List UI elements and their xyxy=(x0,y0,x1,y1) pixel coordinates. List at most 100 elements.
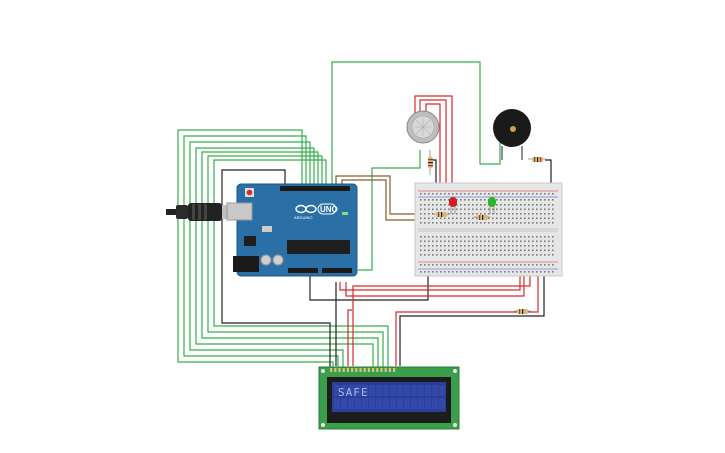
breadboard-hole xyxy=(420,240,422,243)
lcd-char-cell xyxy=(432,385,438,396)
breadboard-hole xyxy=(492,249,494,252)
breadboard-hole xyxy=(536,236,538,238)
resistor-red-led[interactable] xyxy=(433,212,450,217)
breadboard-hole xyxy=(512,204,514,206)
breadboard-hole xyxy=(504,199,506,201)
breadboard-hole xyxy=(532,271,534,273)
breadboard-hole xyxy=(460,204,462,206)
breadboard-hole xyxy=(428,240,430,243)
breadboard-hole xyxy=(524,245,526,247)
breadboard-hole xyxy=(420,271,422,273)
lcd-pin xyxy=(359,368,362,372)
breadboard-hole xyxy=(468,271,470,273)
lcd-char-cell xyxy=(369,385,375,396)
gas-sensor[interactable] xyxy=(406,110,440,144)
breadboard-hole xyxy=(540,236,542,238)
breadboard-hole xyxy=(500,217,502,220)
breadboard-hole xyxy=(476,271,478,273)
lcd-char-cell xyxy=(390,398,396,409)
breadboard-hole xyxy=(488,271,490,273)
resistor-green-led[interactable] xyxy=(474,215,490,220)
breadboard-hole xyxy=(524,254,526,256)
power-jack xyxy=(233,256,259,272)
breadboard-hole xyxy=(552,222,554,224)
breadboard-hole xyxy=(444,240,446,243)
breadboard-hole xyxy=(476,264,478,266)
lcd-pin xyxy=(342,368,345,372)
lcd-char-cell xyxy=(425,398,431,409)
breadboard-hole xyxy=(532,254,534,256)
breadboard-hole xyxy=(504,254,506,256)
breadboard-hole xyxy=(448,217,450,220)
breadboard-hole xyxy=(548,193,550,195)
breadboard-hole xyxy=(480,249,482,252)
red-led[interactable] xyxy=(449,197,457,214)
resistor-lcd[interactable] xyxy=(514,309,531,314)
breadboard-hole xyxy=(436,240,438,243)
lcd-pin xyxy=(380,368,383,372)
breadboard-hole xyxy=(432,193,434,195)
breadboard-hole xyxy=(424,208,426,211)
breadboard-hole xyxy=(448,199,450,201)
breadboard-hole xyxy=(476,245,478,247)
breadboard-hole xyxy=(520,193,522,195)
breadboard-hole xyxy=(484,236,486,238)
breadboard-hole xyxy=(500,271,502,273)
breadboard-hole xyxy=(420,245,422,247)
breadboard-hole xyxy=(544,217,546,220)
lcd-char-cell xyxy=(432,398,438,409)
breadboard-hole xyxy=(504,217,506,220)
lcd-16x2[interactable]: SAFE xyxy=(318,366,460,430)
green-led[interactable] xyxy=(488,197,496,214)
atmega-chip xyxy=(287,240,350,254)
breadboard-hole xyxy=(516,254,518,256)
breadboard-hole xyxy=(544,204,546,206)
breadboard-hole xyxy=(472,264,474,266)
breadboard-hole xyxy=(468,245,470,247)
breadboard-hole xyxy=(512,199,514,201)
breadboard-hole xyxy=(552,217,554,220)
breadboard-hole xyxy=(492,236,494,238)
breadboard-hole xyxy=(504,264,506,266)
breadboard-hole xyxy=(448,271,450,273)
breadboard-hole xyxy=(432,208,434,211)
breadboard-hole xyxy=(496,193,498,195)
arduino-uno[interactable]: UNO ARDUINO xyxy=(226,183,358,277)
breadboard-hole xyxy=(536,208,538,211)
breadboard-hole xyxy=(500,204,502,206)
breadboard-hole xyxy=(456,236,458,238)
breadboard-hole xyxy=(432,222,434,224)
breadboard-hole xyxy=(520,213,522,215)
breadboard-hole xyxy=(424,240,426,243)
breadboard-hole xyxy=(520,208,522,211)
breadboard-hole xyxy=(484,254,486,256)
breadboard-hole xyxy=(480,240,482,243)
breadboard-hole xyxy=(536,240,538,243)
lcd-pin xyxy=(355,368,358,372)
breadboard-hole xyxy=(452,245,454,247)
breadboard-hole xyxy=(492,217,494,220)
breadboard-hole xyxy=(464,199,466,201)
breadboard-hole xyxy=(552,208,554,211)
breadboard-hole xyxy=(464,264,466,266)
lcd-char-cell xyxy=(390,385,396,396)
resistor-gas[interactable] xyxy=(428,150,433,175)
breadboard-hole xyxy=(516,204,518,206)
piezo-buzzer[interactable] xyxy=(493,109,531,160)
lcd-char-cell xyxy=(411,398,417,409)
breadboard-hole xyxy=(504,193,506,195)
breadboard-hole xyxy=(484,193,486,195)
breadboard[interactable] xyxy=(414,182,563,277)
breadboard-hole xyxy=(472,213,474,215)
breadboard-hole xyxy=(480,254,482,256)
breadboard-hole xyxy=(516,208,518,211)
resistor-buzzer[interactable] xyxy=(528,157,546,162)
breadboard-hole xyxy=(476,193,478,195)
breadboard-hole xyxy=(488,245,490,247)
breadboard-hole xyxy=(540,199,542,201)
breadboard-hole xyxy=(532,240,534,243)
breadboard-hole xyxy=(528,254,530,256)
breadboard-hole xyxy=(484,249,486,252)
breadboard-hole xyxy=(524,264,526,266)
lcd-pin xyxy=(393,368,396,372)
